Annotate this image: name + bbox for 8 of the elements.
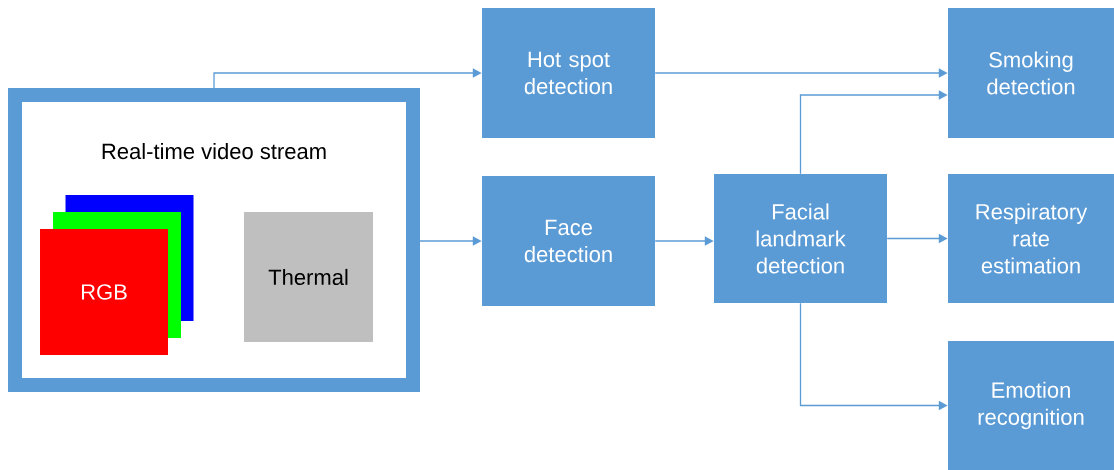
image-stack: RGB [40,195,194,355]
process-box: Respiratory rate estimation [948,174,1114,303]
thermal-image: Thermal [244,212,373,342]
process-box: Smoking detection [948,8,1114,138]
process-box: Hot spot detection [482,8,655,138]
process-box: Face detection [482,176,655,306]
process-box: Emotion recognition [948,341,1114,470]
process-box: Facial landmark detection [714,174,887,303]
